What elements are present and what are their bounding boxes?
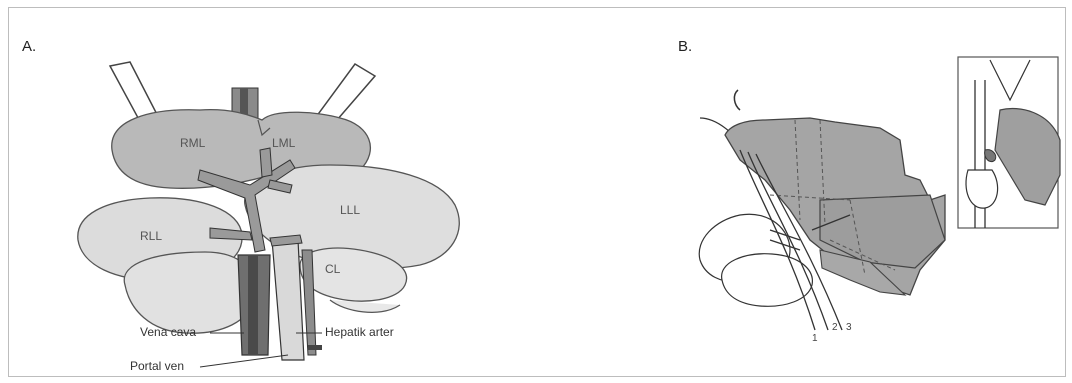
vessel-number-3: 3 [846,322,852,333]
vena-cava-shade [248,255,258,355]
label-hepatik-arter: Hepatik arter [325,325,394,339]
label-vena-cava: Vena cava [140,325,196,339]
portal-vein [272,240,304,360]
hepatic-artery-tip [308,345,322,350]
lobe-rll-lower [124,252,255,333]
lobe-b-white-lower [722,254,813,307]
label-portal-ven: Portal ven [130,359,184,373]
label-lll: LLL [340,203,360,217]
cl-lower-outline [330,300,400,312]
panel-b-liver-illustration [699,90,945,330]
suture-loop [734,90,740,110]
leader-portal-ven [200,355,288,367]
vessel-number-1: 1 [812,333,818,344]
label-rml: RML [180,136,206,150]
vessel-number-2: 2 [832,322,838,333]
label-lml: LML [272,136,296,150]
label-rll: RLL [140,229,162,243]
label-cl: CL [325,262,341,276]
suture-thread [700,118,730,132]
panel-b-inset [958,57,1060,228]
